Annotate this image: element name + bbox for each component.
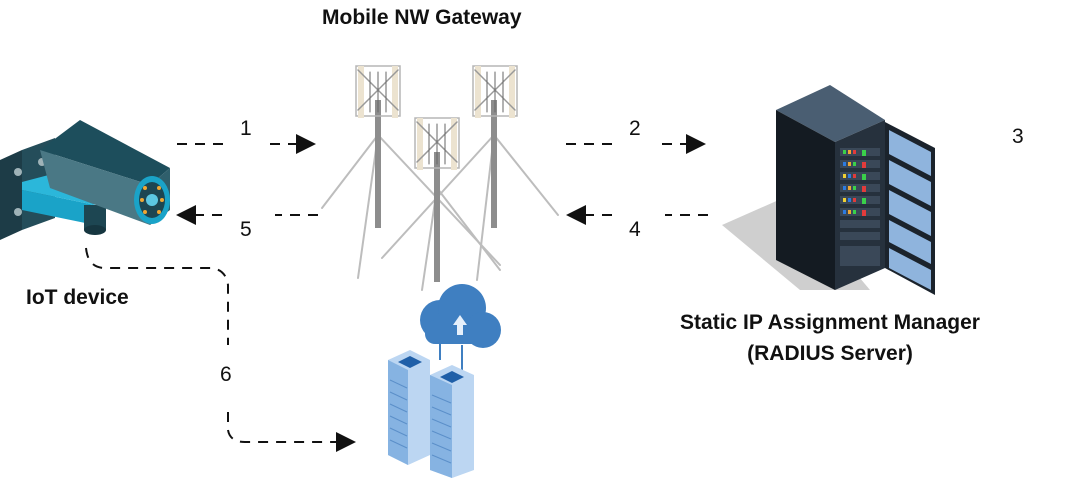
- arrow-6b: [227, 412, 356, 452]
- step-2-label: 2: [629, 117, 641, 140]
- cell-tower-icon: [321, 65, 559, 291]
- server-label-line2: (RADIUS Server): [747, 342, 913, 365]
- step-6-label: 6: [220, 363, 232, 386]
- server-rack-icon: [722, 85, 935, 295]
- gateway-label: Mobile NW Gateway: [322, 6, 522, 29]
- cloud-server-icon: [388, 284, 501, 478]
- security-camera-icon: [0, 120, 170, 240]
- step-3-label: 3: [1012, 125, 1024, 148]
- server-label-line1: Static IP Assignment Manager: [680, 311, 980, 334]
- step-4-label: 4: [629, 218, 641, 241]
- iot-device-label: IoT device: [26, 286, 129, 309]
- step-1-label: 1: [240, 117, 252, 140]
- step-5-label: 5: [240, 218, 252, 241]
- flow-arrows: [85, 134, 708, 452]
